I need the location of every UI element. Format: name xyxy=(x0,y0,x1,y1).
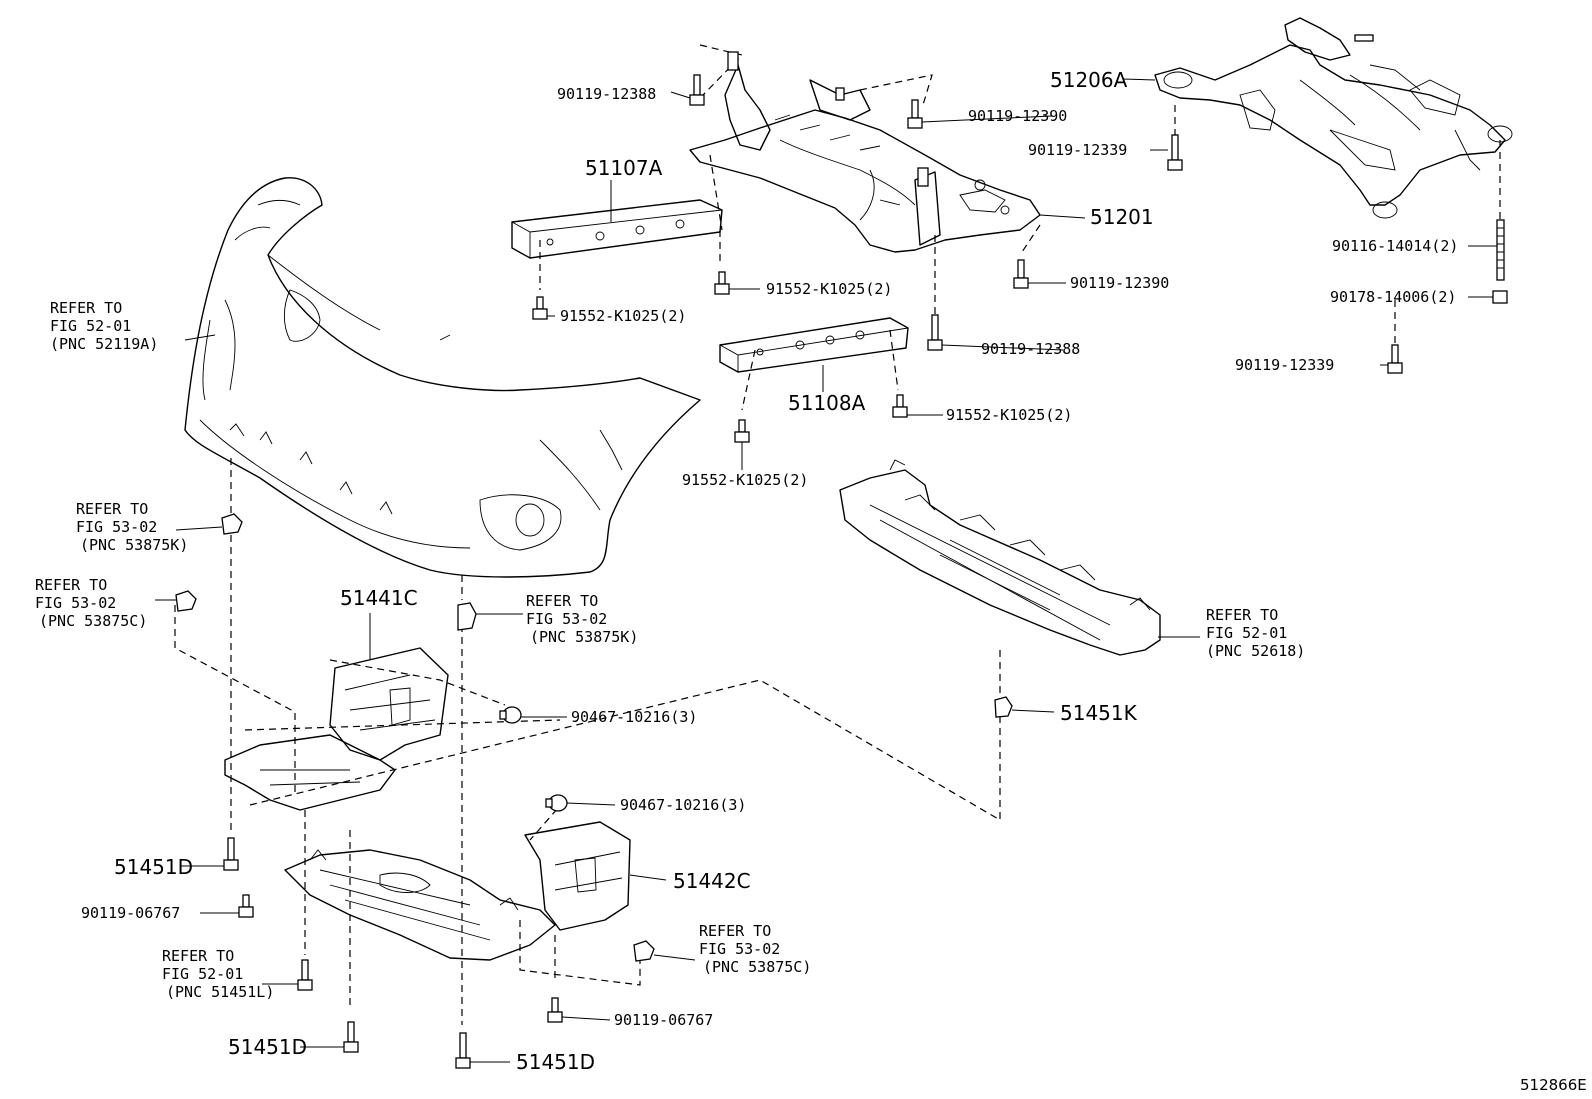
label-90119-06767: 90119-06767 xyxy=(614,1011,713,1029)
refer-53875K: REFER TO FIG 53-02 (PNC 53875K) xyxy=(526,592,638,646)
label-51451D: 51451D xyxy=(228,1035,307,1059)
label-90467-10216: 90467-10216(3) xyxy=(571,708,697,726)
lower-under-cover-drawing xyxy=(284,849,556,961)
crossmember-51206A-drawing xyxy=(1154,17,1513,219)
shield-51442C-drawing xyxy=(524,821,631,931)
brace-51108A-drawing xyxy=(719,317,909,373)
refer-52119A: REFER TO FIG 52-01 (PNC 52119A) xyxy=(50,299,158,353)
bolt-icon xyxy=(455,1032,471,1069)
clip-icon xyxy=(994,696,1013,718)
bolt-icon xyxy=(297,959,313,991)
label-90119-12390: 90119-12390 xyxy=(968,107,1067,125)
label-90178-14006: 90178-14006(2) xyxy=(1330,288,1456,306)
refer-51451L: REFER TO FIG 52-01 (PNC 51451L) xyxy=(162,947,274,1001)
label-90119-06767: 90119-06767 xyxy=(81,904,180,922)
bolt-icon xyxy=(547,997,563,1023)
bolt-icon xyxy=(223,837,239,871)
label-51442C: 51442C xyxy=(673,869,751,893)
label-90467-10216: 90467-10216(3) xyxy=(620,796,746,814)
label-91552-K1025: 91552-K1025(2) xyxy=(682,471,808,489)
label-51201: 51201 xyxy=(1090,205,1154,229)
refer-53875K: REFER TO FIG 53-02 (PNC 53875K) xyxy=(76,500,188,554)
bolt-icon xyxy=(927,314,943,351)
refer-53875C: REFER TO FIG 53-02 (PNC 53875C) xyxy=(699,922,811,976)
nut-icon xyxy=(1492,290,1508,304)
fasteners xyxy=(175,74,1508,1069)
label-51441C: 51441C xyxy=(340,586,418,610)
refer-to-blocks: REFER TO FIG 52-01 (PNC 52119A) REFER TO… xyxy=(35,299,1305,1001)
label-90116-14014: 90116-14014(2) xyxy=(1332,237,1458,255)
leader-lines xyxy=(155,78,1497,1063)
bolt-icon xyxy=(532,296,548,320)
clip-icon xyxy=(221,513,243,535)
bolt-icon xyxy=(1387,344,1403,374)
bolt-icon xyxy=(734,419,750,443)
bolt-icon xyxy=(892,394,908,418)
label-51451D: 51451D xyxy=(516,1050,595,1074)
assembly-dashed-lines xyxy=(174,44,1501,1025)
clip-icon xyxy=(457,602,477,631)
bolt-icon xyxy=(343,1021,359,1053)
stud-icon xyxy=(1496,219,1505,281)
label-51107A: 51107A xyxy=(585,156,663,180)
bolt-icon xyxy=(907,99,923,129)
refer-52618: REFER TO FIG 52-01 (PNC 52618) xyxy=(1206,606,1305,660)
label-91552-K1025: 91552-K1025(2) xyxy=(766,280,892,298)
label-51108A: 51108A xyxy=(788,391,866,415)
rivet-icon xyxy=(545,794,568,812)
label-90119-12339: 90119-12339 xyxy=(1028,141,1127,159)
part-labels: 51206A 51107A 51201 51108A 51441C 51442C… xyxy=(81,68,1458,1074)
crossmember-51201-drawing xyxy=(689,51,1041,253)
label-90119-12339: 90119-12339 xyxy=(1235,356,1334,374)
rivet-icon xyxy=(499,706,522,724)
bolt-icon xyxy=(1013,259,1029,289)
bolt-icon xyxy=(238,894,254,918)
bolt-icon xyxy=(689,74,705,106)
clip-icon xyxy=(633,940,655,962)
label-90119-12388: 90119-12388 xyxy=(981,340,1080,358)
shield-51441C-drawing xyxy=(224,647,449,811)
label-91552-K1025: 91552-K1025(2) xyxy=(560,307,686,325)
label-51451K: 51451K xyxy=(1060,701,1138,725)
label-51451D: 51451D xyxy=(114,855,193,879)
bumper-cover-drawing xyxy=(184,177,701,578)
diagram-id: 512866E xyxy=(1520,1076,1587,1094)
brace-51107A-drawing xyxy=(511,199,723,259)
label-91552-K1025: 91552-K1025(2) xyxy=(946,406,1072,424)
label-51206A: 51206A xyxy=(1050,68,1128,92)
bolt-icon xyxy=(1167,134,1183,171)
label-90119-12388: 90119-12388 xyxy=(557,85,656,103)
bolt-icon xyxy=(714,271,730,295)
under-cover-52618-drawing xyxy=(839,459,1161,656)
label-90119-12390: 90119-12390 xyxy=(1070,274,1169,292)
clip-icon xyxy=(175,590,197,612)
refer-53875C: REFER TO FIG 53-02 (PNC 53875C) xyxy=(35,576,147,630)
